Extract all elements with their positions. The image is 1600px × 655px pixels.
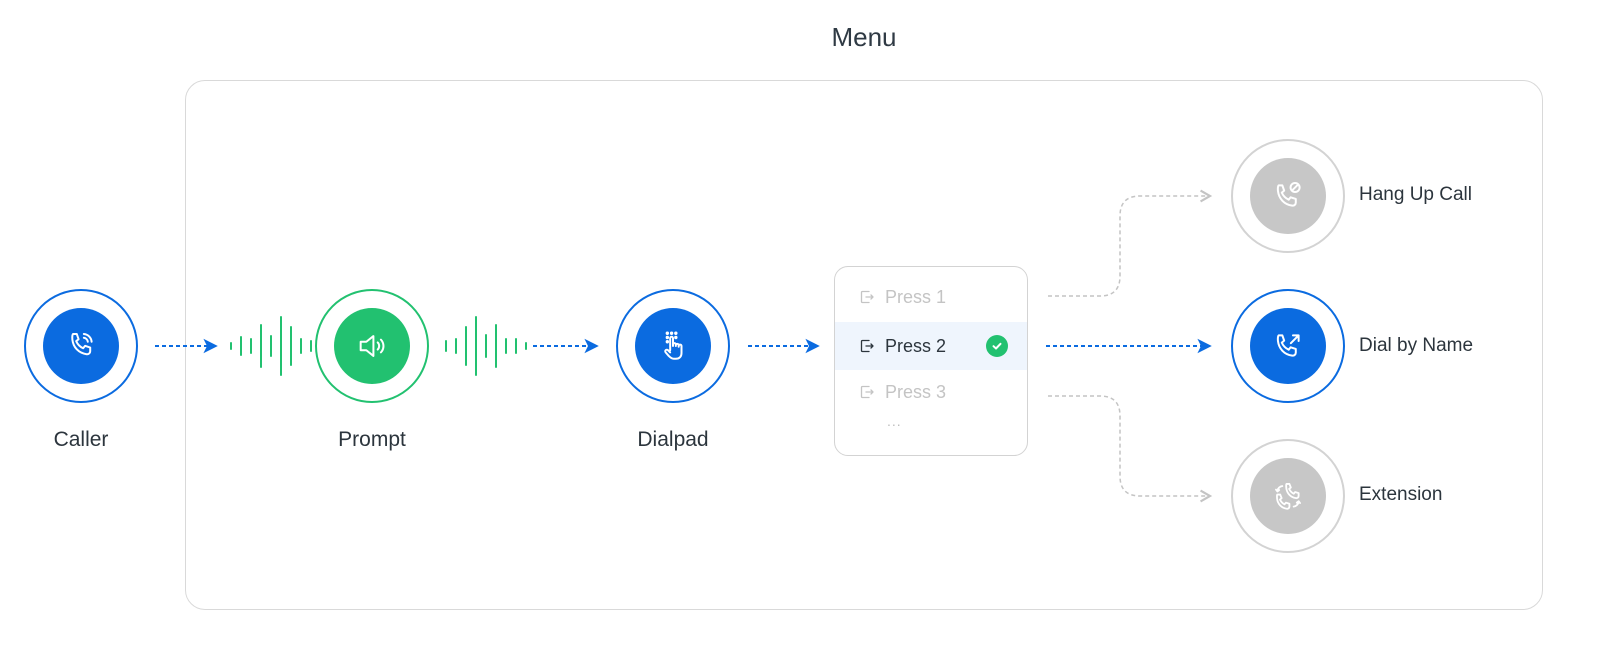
phone-hangup-icon [1276, 181, 1301, 207]
prompt-label: Prompt [338, 428, 406, 451]
dial-by-name-node[interactable] [1231, 289, 1345, 403]
caller-node[interactable] [24, 289, 138, 403]
menu-option-press-3[interactable]: Press 3 [835, 368, 1027, 416]
phone-transfer-icon [1275, 483, 1301, 510]
exit-arrow-icon [859, 384, 875, 400]
prompt-node[interactable] [315, 289, 429, 403]
phone-call-icon [71, 332, 93, 356]
dialpad-label: Dialpad [637, 428, 709, 451]
extension-node[interactable] [1231, 439, 1345, 553]
check-circle-icon [986, 335, 1008, 357]
dial-by-name-label: Dial by Name [1359, 335, 1474, 356]
sound-wave-left [230, 316, 312, 376]
sound-wave-right [445, 316, 527, 376]
hang-up-call-label: Hang Up Call [1359, 184, 1472, 205]
menu-option-press-1[interactable]: Press 1 [835, 273, 1027, 321]
hang-up-call-node[interactable] [1231, 139, 1345, 253]
menu-option-label: Press 2 [885, 335, 947, 356]
menu-options-list: Press 1 Press 2 Press 3 ... [834, 266, 1028, 456]
menu-option-press-2[interactable]: Press 2 [835, 322, 1027, 370]
phone-outgoing-icon [1276, 334, 1300, 357]
dialpad-touch-icon [664, 331, 683, 360]
exit-arrow-icon [859, 338, 875, 354]
menu-option-label: Press 3 [885, 381, 947, 402]
extension-label: Extension [1359, 484, 1443, 505]
more-options-ellipsis: ... [887, 413, 902, 429]
menu-option-label: Press 1 [885, 286, 947, 307]
caller-label: Caller [53, 428, 109, 451]
arrow-menu-to-extension [1048, 395, 1213, 503]
speaker-icon [359, 335, 385, 357]
arrow-menu-to-hang-up [1048, 189, 1213, 297]
exit-arrow-icon [859, 289, 875, 305]
diagram-title: Menu [831, 22, 897, 52]
dialpad-node[interactable] [616, 289, 730, 403]
